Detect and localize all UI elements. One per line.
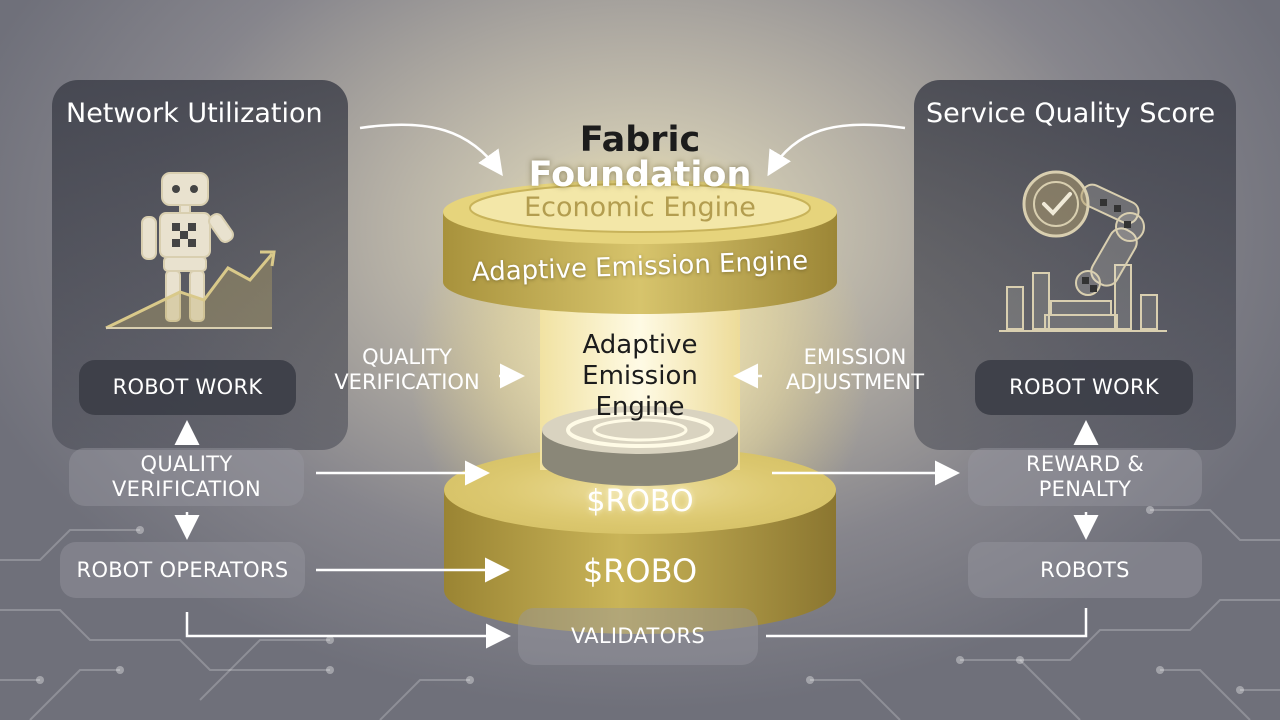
arrow-icon — [767, 123, 906, 177]
robot-operators-pill[interactable]: ROBOT OPERATORS — [60, 542, 305, 598]
arrow-icon — [185, 612, 511, 649]
checkmark-badge-icon — [1022, 170, 1090, 238]
left-quality-verification-pill[interactable]: QUALITY VERIFICATION — [69, 448, 304, 506]
robo-token-lower: $ROBO — [582, 552, 698, 590]
arrow-icon — [359, 123, 503, 177]
left-robot-work-pill[interactable]: ROBOT WORK — [79, 360, 296, 415]
fabric-title-line2: Foundation — [528, 155, 752, 195]
adaptive-emission-core-label: Adaptive Emission Engine — [582, 330, 698, 422]
validators-pill[interactable]: VALIDATORS — [518, 608, 758, 665]
robots-pill[interactable]: ROBOTS — [968, 542, 1202, 598]
robo-token-upper: $ROBO — [586, 484, 694, 519]
economic-engine-label: Economic Engine — [524, 192, 756, 223]
emission-adjustment-side-label: EMISSION ADJUSTMENT — [785, 345, 925, 394]
growth-chart-icon — [105, 250, 276, 330]
robotic-arm-icon — [1075, 183, 1145, 296]
robot-icon — [141, 172, 234, 322]
arrow-icon — [766, 608, 1088, 638]
right-robot-work-pill[interactable]: ROBOT WORK — [975, 360, 1193, 415]
quality-verification-side-label: QUALITY VERIFICATION — [334, 345, 480, 394]
right-panel-title: Service Quality Score — [926, 98, 1216, 129]
fabric-title-line1: Fabric — [579, 120, 701, 160]
bar-chart-icon — [999, 264, 1167, 332]
left-panel-title: Network Utilization — [66, 98, 323, 129]
reward-penalty-pill[interactable]: REWARD & PENALTY — [968, 448, 1202, 506]
